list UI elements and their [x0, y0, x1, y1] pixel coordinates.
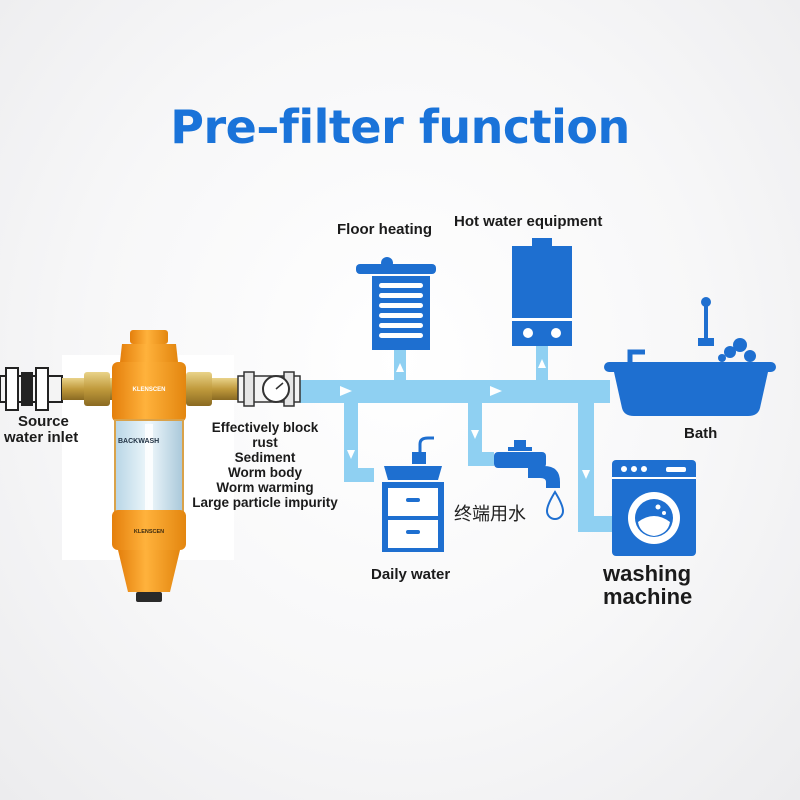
block-list-item: Worm warming [216, 480, 314, 495]
floor-heating-icon [356, 257, 436, 350]
arrow-up-hotwater [538, 359, 546, 368]
label-bath: Bath [684, 425, 718, 442]
label-daily-water: Daily water [371, 566, 451, 583]
block-list-heading: Effectively block [211, 420, 319, 435]
arrow-up-floor [396, 363, 404, 372]
water-heater-icon [512, 238, 572, 346]
inlet-brass-nut [84, 372, 110, 406]
arrow-down-washing [582, 470, 590, 479]
label-washing-machine-line2: machine [603, 584, 693, 609]
label-source-line2: water inlet [4, 429, 79, 446]
block-list: Effectively block rust Sediment Worm bod… [180, 420, 350, 510]
arrow-right-1 [340, 386, 352, 396]
washing-machine-icon [612, 460, 696, 556]
water-drop-icon [545, 490, 565, 520]
label-hot-water-equipment: Hot water equipment [454, 213, 603, 230]
block-list-item: Worm body [228, 465, 302, 480]
outlet-brass-nut [186, 372, 212, 406]
arrow-right-2 [490, 386, 502, 396]
block-list-item: Large particle impurity [192, 495, 338, 510]
block-list-item: Sediment [234, 450, 296, 465]
arrow-down-terminal [471, 430, 479, 439]
label-washing-machine-line1: washing [603, 561, 692, 586]
source-inlet-valve [0, 367, 63, 411]
filter-body-text: BACKWASH [118, 438, 159, 445]
label-source-line1: Source [18, 413, 69, 430]
label-terminal-water: 终端用水 [454, 504, 526, 525]
filter-brand-text: KLENSCEN [132, 387, 165, 393]
page-title: Pre–filter function [170, 100, 630, 154]
pipe-network [300, 346, 614, 532]
label-floor-heating: Floor heating [337, 221, 432, 238]
prefilter-device [112, 330, 186, 602]
arrow-down-daily [347, 450, 355, 459]
filter-bottom-text: KLENSCEN [134, 529, 164, 535]
pressure-gauge-valve [237, 371, 301, 407]
tap-icon [494, 440, 560, 488]
vanity-sink-icon [382, 436, 444, 552]
block-list-item: rust [252, 435, 278, 450]
washing-pipe [578, 400, 594, 532]
bathtub-icon [604, 297, 776, 416]
flow-arrows [340, 359, 590, 479]
main-pipe [300, 380, 610, 403]
daily-water-pipe [344, 400, 358, 482]
